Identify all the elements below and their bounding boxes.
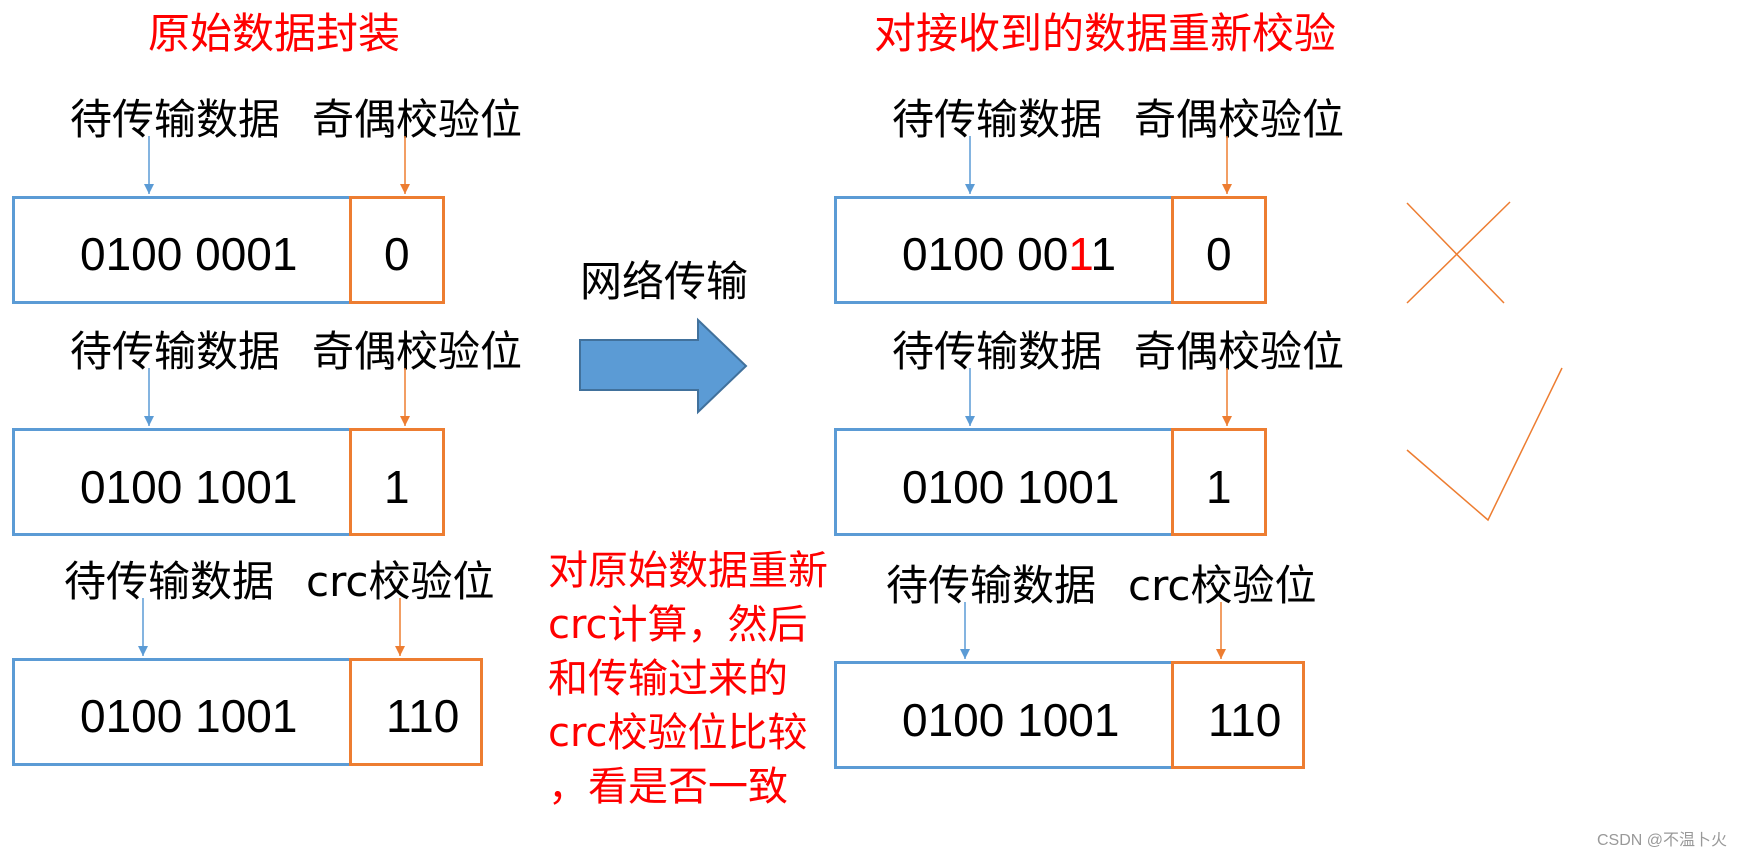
right-row3-data-value: 0100 1001 <box>902 694 1120 746</box>
left-row3-check-value: 110 <box>386 690 460 742</box>
left-row2-check-value: 1 <box>384 461 410 513</box>
right-row2-data-value: 0100 1001 <box>902 461 1120 513</box>
right-row1-check-box <box>1171 196 1267 304</box>
crc-note-line-4: crc校验位比较 <box>548 710 808 756</box>
right-row2-check-box <box>1171 428 1267 536</box>
crc-note-line-2: crc计算，然后 <box>548 602 808 648</box>
right-row1-check-value: 0 <box>1206 228 1232 280</box>
crc-note-line-5: ，看是否一致 <box>548 764 788 810</box>
left-row2-data-value: 0100 1001 <box>80 461 298 513</box>
left-row2-check-label: 奇偶校验位 <box>312 327 523 376</box>
right-row1-data-box <box>834 196 1174 304</box>
left-row1-data-value: 0100 0001 <box>80 228 298 280</box>
left-row3-data-value: 0100 1001 <box>80 690 298 742</box>
right-row3-check-box <box>1171 661 1305 769</box>
check-mark-icon <box>1406 367 1563 522</box>
crc-note-line-1: 对原始数据重新 <box>548 548 828 594</box>
right-row1-data-label: 待传输数据 <box>892 95 1103 144</box>
left-row2-data-label: 待传输数据 <box>70 327 281 376</box>
watermark: CSDN @不温卜火 <box>1597 832 1728 849</box>
right-row2-data-label: 待传输数据 <box>892 327 1103 376</box>
left-row1-check-box <box>349 196 445 304</box>
left-row2-check-box <box>349 428 445 536</box>
right-row1-data-value: 0100 0011 <box>902 229 1116 279</box>
crc-note-line-3: 和传输过来的 <box>548 656 788 702</box>
left-row3-data-box <box>12 658 352 766</box>
left-row1-data-label: 待传输数据 <box>70 95 281 144</box>
transfer-label: 网络传输 <box>580 257 749 306</box>
right-row3-check-value: 110 <box>1208 694 1282 746</box>
right-block-arrow-icon <box>579 317 748 415</box>
right-row1-data-prefix: 0100 00 <box>902 228 1069 280</box>
left-row1-check-label: 奇偶校验位 <box>312 95 523 144</box>
cross-mark-icon <box>1406 201 1511 304</box>
left-row1-check-value: 0 <box>384 228 410 280</box>
right-row1-error-bit: 1 <box>1068 228 1091 280</box>
right-row2-check-label: 奇偶校验位 <box>1134 327 1345 376</box>
right-row2-check-value: 1 <box>1206 461 1232 513</box>
left-title: 原始数据封装 <box>148 9 401 58</box>
left-row3-check-label: crc校验位 <box>306 557 495 606</box>
right-row2-data-box <box>834 428 1174 536</box>
left-row2-data-box <box>12 428 352 536</box>
right-row1-check-label: 奇偶校验位 <box>1134 95 1345 144</box>
right-title: 对接收到的数据重新校验 <box>874 9 1337 58</box>
right-row1-data-suffix: 1 <box>1090 228 1117 280</box>
left-row3-check-box <box>349 658 483 766</box>
left-row3-data-label: 待传输数据 <box>64 557 275 606</box>
right-row3-data-box <box>834 661 1174 769</box>
crc-note: 对原始数据重新 crc计算，然后 和传输过来的 crc校验位比较 ，看是否一致 <box>548 544 848 814</box>
right-row3-check-label: crc校验位 <box>1128 561 1317 610</box>
right-row3-data-label: 待传输数据 <box>886 561 1097 610</box>
